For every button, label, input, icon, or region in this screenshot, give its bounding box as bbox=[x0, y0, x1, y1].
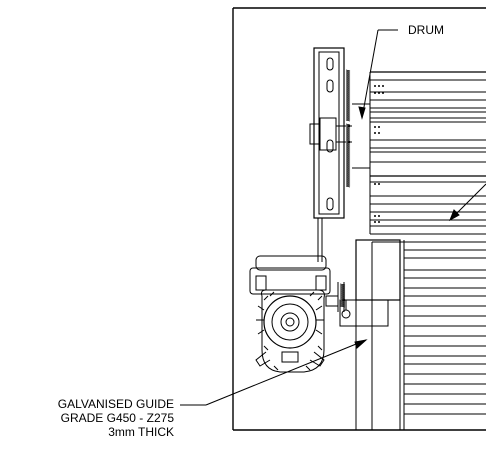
guide-label: GALVANISED GUIDE GRADE G450 - Z275 3mm T… bbox=[58, 397, 174, 439]
drum-end-plate bbox=[309, 47, 352, 219]
gear-teeth bbox=[345, 69, 351, 188]
drum-label: DRUM bbox=[408, 23, 444, 37]
guide-label-line-3: 3mm THICK bbox=[108, 425, 174, 439]
motor-assembly bbox=[249, 255, 331, 373]
drum-leader bbox=[358, 29, 398, 120]
drive-sprocket bbox=[325, 282, 351, 319]
wall-frame bbox=[232, 7, 486, 431]
guide-leader bbox=[180, 339, 368, 406]
curtain-slats-lower bbox=[372, 241, 486, 415]
guide-label-line-2: GRADE G450 - Z275 bbox=[60, 411, 174, 425]
rivet-dots bbox=[374, 85, 384, 223]
guide-channel bbox=[339, 239, 405, 430]
drum-curtain-upper bbox=[352, 71, 486, 235]
guide-label-line-1: GALVANISED GUIDE bbox=[57, 397, 174, 411]
mounting-rod bbox=[317, 218, 323, 262]
curtain-leader bbox=[449, 183, 486, 222]
